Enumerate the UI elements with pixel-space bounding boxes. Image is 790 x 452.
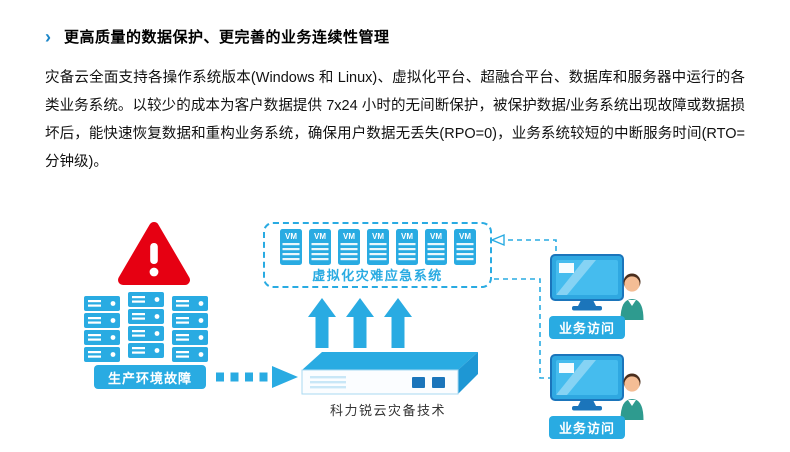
monitor-icon-bottom bbox=[550, 354, 624, 411]
vm-server-icon: VM bbox=[424, 229, 447, 265]
svg-text:VM: VM bbox=[343, 232, 355, 241]
body-paragraph: 灾备云全面支持各操作系统版本(Windows 和 Linux)、虚拟化平台、超融… bbox=[45, 70, 745, 170]
architecture-diagram: 生产环境故障 VM VM bbox=[0, 208, 790, 452]
vm-emergency-box: VM VM VM bbox=[263, 222, 492, 288]
heading-text: 更高质量的数据保护、更完善的业务连续性管理 bbox=[64, 29, 390, 46]
svg-text:VM: VM bbox=[459, 232, 471, 241]
person-icon-top bbox=[620, 273, 644, 320]
svg-text:VM: VM bbox=[401, 232, 413, 241]
monitor-icon-top bbox=[550, 254, 624, 311]
vm-server-icon: VM bbox=[337, 229, 360, 265]
alert-triangle-icon bbox=[118, 222, 190, 285]
backup-appliance-icon bbox=[301, 352, 478, 395]
appliance-label: 科力锐云灾备技术 bbox=[329, 403, 446, 418]
vm-icons-row: VM VM VM bbox=[279, 229, 476, 265]
section-heading: › 更高质量的数据保护、更完善的业务连续性管理 bbox=[45, 26, 390, 47]
vm-server-icon: VM bbox=[279, 229, 302, 265]
svg-text:VM: VM bbox=[372, 232, 384, 241]
svg-text:VM: VM bbox=[430, 232, 442, 241]
vm-server-icon: VM bbox=[395, 229, 418, 265]
access-label-bottom: 业务访问 bbox=[549, 416, 625, 439]
up-arrows-icon bbox=[308, 298, 412, 348]
access-label-top: 业务访问 bbox=[549, 316, 625, 339]
vm-server-icon: VM bbox=[308, 229, 331, 265]
vm-box-label: 虚拟化灾难应急系统 bbox=[312, 268, 443, 283]
heading-bullet-icon: › bbox=[45, 26, 51, 47]
svg-text:VM: VM bbox=[285, 232, 297, 241]
vm-server-icon: VM bbox=[453, 229, 476, 265]
vm-server-icon: VM bbox=[366, 229, 389, 265]
production-servers-icon bbox=[84, 292, 208, 364]
person-icon-bottom bbox=[620, 373, 644, 420]
svg-text:VM: VM bbox=[314, 232, 326, 241]
production-fault-label: 生产环境故障 bbox=[94, 365, 206, 389]
